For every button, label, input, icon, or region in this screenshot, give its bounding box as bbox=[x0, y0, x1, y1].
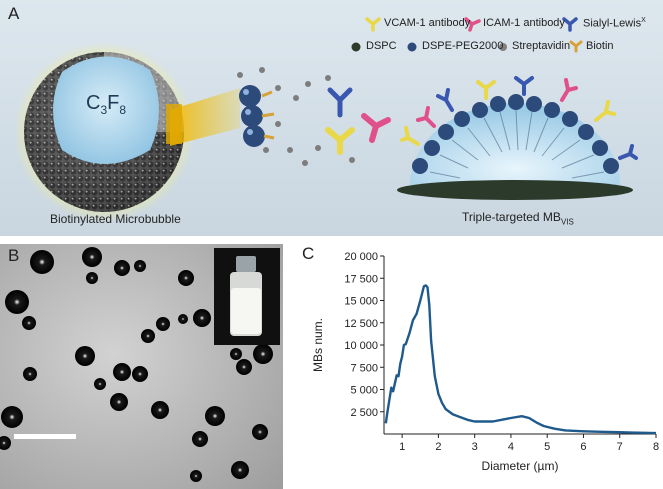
size-distribution-chart: 1 2 3 4 5 6 7 8 2 500 5 000 7 500 10 000 12 500 15 00… bbox=[311, 251, 659, 473]
sialyl-lewis-icon bbox=[562, 17, 578, 32]
panel-a: A bbox=[0, 0, 663, 236]
targeted-microbubble bbox=[397, 76, 638, 200]
legend-dspe: DSPE-PEG2000 bbox=[422, 40, 504, 52]
x-tick-label: 1 bbox=[399, 441, 405, 453]
panel-c-label: C bbox=[302, 244, 315, 263]
micrograph-image bbox=[0, 244, 283, 489]
legend-glyphs bbox=[351, 17, 583, 53]
vcam-antibody-icon bbox=[365, 17, 381, 32]
caption-triple-targeted: Triple-targeted MBVIS bbox=[462, 210, 574, 227]
y-tick-label: 10 000 bbox=[344, 340, 378, 352]
legend-sialyl: Sialyl-LewisX bbox=[583, 17, 646, 30]
legend-icam: ICAM-1 antibody bbox=[483, 17, 565, 29]
series-line bbox=[384, 284, 657, 435]
panel-b-micrograph: B bbox=[0, 244, 283, 489]
free-ligands bbox=[325, 87, 391, 155]
scale-bar bbox=[14, 434, 76, 439]
biotin-icon bbox=[569, 40, 583, 53]
x-tick-label: 6 bbox=[580, 441, 586, 453]
x-tick-label: 8 bbox=[653, 441, 659, 453]
x-tick-label: 3 bbox=[472, 441, 478, 453]
zoom-lipids bbox=[239, 85, 275, 147]
legend-streptavidin: Streptavidin bbox=[512, 40, 571, 52]
y-tick-label: 5 000 bbox=[350, 385, 378, 397]
x-tick-label: 7 bbox=[617, 441, 623, 453]
panel-b-label: B bbox=[8, 246, 20, 265]
y-tick-label: 12 500 bbox=[344, 318, 378, 330]
panel-a-label: A bbox=[8, 4, 20, 23]
y-tick-label: 15 000 bbox=[344, 296, 378, 308]
y-axis-label: MBs num. bbox=[311, 318, 325, 372]
gas-core bbox=[53, 56, 159, 164]
icam-antibody-icon bbox=[464, 17, 481, 32]
dspe-peg-dot-icon bbox=[407, 42, 417, 52]
y-tick-label: 17 500 bbox=[344, 273, 378, 285]
legend-dspc: DSPC bbox=[366, 40, 397, 52]
legend-biotin: Biotin bbox=[586, 40, 614, 52]
zoom-beam bbox=[170, 88, 240, 146]
legend-vcam: VCAM-1 antibody bbox=[384, 17, 471, 29]
x-tick-label: 4 bbox=[508, 441, 514, 453]
panel-a-illustration bbox=[14, 17, 638, 222]
dspc-dot-icon bbox=[351, 42, 361, 52]
streptavidin-scatter bbox=[237, 67, 355, 166]
core-label: C3F8 bbox=[86, 92, 127, 117]
caption-biotinylated: Biotinylated Microbubble bbox=[50, 212, 181, 226]
y-tick-label: 7 500 bbox=[350, 362, 378, 374]
y-tick-label: 2 500 bbox=[350, 407, 378, 419]
y-tick-label: 20 000 bbox=[344, 251, 378, 263]
x-tick-label: 2 bbox=[435, 441, 441, 453]
x-tick-label: 5 bbox=[544, 441, 550, 453]
panel-c: C 1 2 3 4 5 6 7 8 2 500 5 000 7 500 10 000 12 500 15 … bbox=[290, 244, 663, 489]
x-axis-label: Diameter (µm) bbox=[482, 459, 559, 473]
streptavidin-dot-icon bbox=[499, 43, 507, 51]
